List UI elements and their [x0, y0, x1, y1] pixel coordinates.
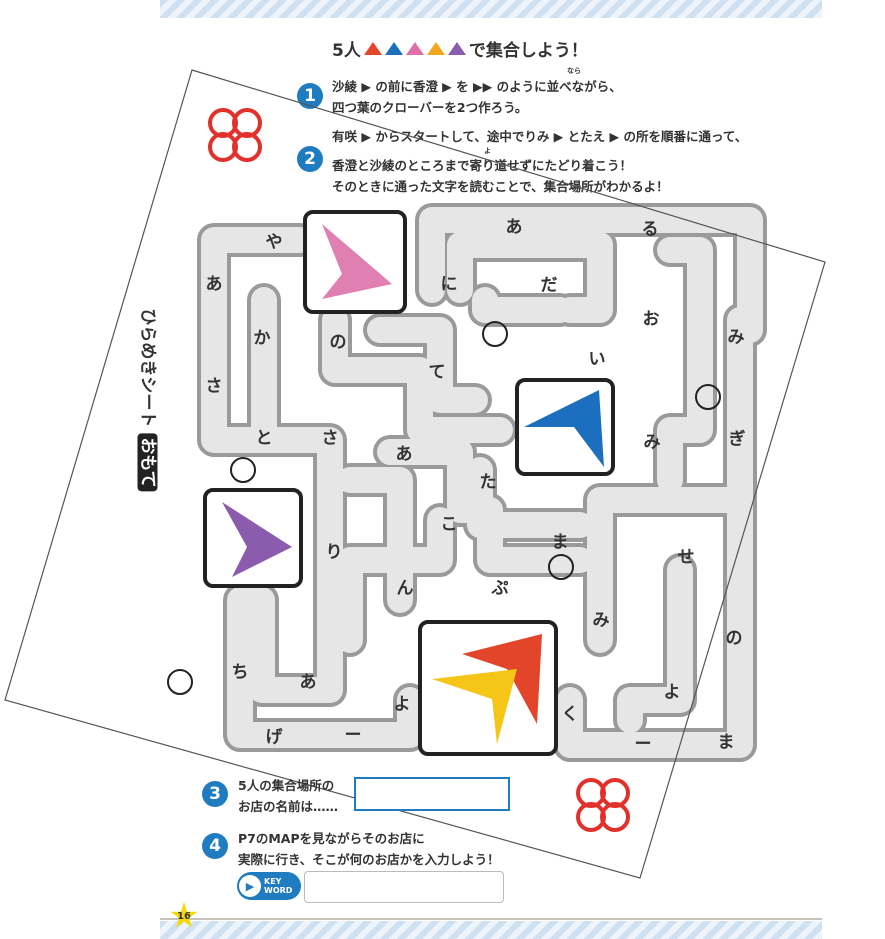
- maze-char: よ: [393, 694, 411, 715]
- keyword-label-line: KEY: [264, 877, 282, 886]
- maze-char: や: [265, 232, 283, 253]
- pink-arrow-box: [303, 210, 407, 314]
- maze-char: お: [642, 309, 660, 330]
- maze-char: と: [255, 428, 273, 449]
- keyword-label-line: WORD: [264, 886, 293, 895]
- maze-char: て: [428, 362, 446, 383]
- hole-circle: [167, 669, 193, 695]
- purple-arrow-icon: [222, 502, 292, 577]
- purple-arrow-box: [203, 488, 303, 588]
- sheet-badge: おもて: [137, 433, 158, 492]
- maze-char: の: [329, 332, 347, 353]
- pink-chevron-icon: [405, 42, 424, 55]
- maze-char: み: [592, 610, 610, 631]
- step-1-line: 沙綾 ▶ の前に香澄 ▶ を ▶▶ のように並べながら、: [332, 79, 622, 94]
- maze-char: さ: [321, 428, 339, 449]
- step-4-text: P7のMAPを見ながらそのお店に 実際に行き、そこが何のお店かを入力しよう！: [238, 828, 500, 870]
- maze-char: ぎ: [728, 429, 746, 450]
- maze-char: ち: [231, 662, 249, 683]
- play-icon: ▶: [239, 875, 261, 897]
- maze-char: る: [641, 219, 659, 240]
- pink-arrow-icon: [322, 224, 392, 299]
- maze-char: こ: [440, 514, 458, 535]
- red-yellow-arrows-icon: [432, 634, 542, 744]
- maze-char: ー: [634, 734, 652, 755]
- step-3-badge: 3: [202, 781, 228, 807]
- maze-char: だ: [540, 275, 558, 296]
- purple-chevron-icon: [447, 42, 466, 55]
- maze-char: た: [479, 472, 497, 493]
- maze-char: あ: [395, 444, 413, 465]
- sheet-label-text: ひらめきシート: [137, 308, 158, 428]
- top-stripe: [160, 0, 822, 18]
- maze-char: ま: [551, 532, 569, 553]
- step-1-badge: 1: [297, 83, 323, 109]
- hole-circle: [548, 554, 574, 580]
- keyword-input[interactable]: [304, 871, 504, 903]
- maze-char: さ: [205, 376, 223, 397]
- sheet-outline: [4, 69, 826, 879]
- maze-char: か: [253, 328, 271, 349]
- maze-char: ま: [717, 732, 735, 753]
- blue-arrow-icon: [524, 390, 604, 467]
- maze-char: ー: [344, 725, 362, 746]
- maze-char: あ: [505, 217, 523, 238]
- divider: [160, 918, 822, 920]
- maze-char: の: [725, 628, 743, 649]
- maze-char: り: [325, 542, 343, 563]
- maze-char: に: [440, 274, 458, 295]
- maze-char: み: [727, 327, 745, 348]
- maze-char: げ: [265, 727, 283, 748]
- maze-char: く: [561, 704, 579, 725]
- page-title: 5人 で集合しよう！: [332, 36, 588, 61]
- step-4-line: P7のMAPを見ながらそのお店に: [238, 831, 425, 846]
- step-1-line: 四つ葉のクローバーを2つ作ろう。: [332, 100, 528, 115]
- maze-char: ん: [396, 578, 414, 599]
- bottom-stripe: [160, 921, 822, 939]
- shop-name-answer-field[interactable]: [354, 777, 510, 811]
- step-3-line: お店の名前は……: [238, 799, 339, 814]
- maze-char: よ: [663, 682, 681, 703]
- step-2-text: 有咲 ▶ からスタートして、途中でりみ ▶ とたえ ▶ の所を順番に通って、 香…: [332, 126, 747, 197]
- final-arrows-box: [418, 620, 558, 756]
- sheet-label: ひらめきシートおもて: [137, 308, 163, 492]
- title-prefix: 5人: [332, 41, 361, 61]
- maze-char: ぷ: [491, 578, 509, 599]
- blue-arrow-box: [515, 378, 615, 476]
- maze-char: あ: [205, 274, 223, 295]
- hole-circle: [482, 321, 508, 347]
- step-2-line: そのときに通った文字を読むことで、集合場所がわかるよ！: [332, 179, 669, 194]
- title-suffix: で集合しよう！: [468, 41, 588, 61]
- step-4-line: 実際に行き、そこが何のお店かを入力しよう！: [238, 852, 500, 867]
- blue-chevron-icon: [384, 42, 403, 55]
- clover-icon: [576, 778, 630, 832]
- hole-circle: [695, 384, 721, 410]
- step-2-line: 香澄と沙綾のところまで寄り道せずにたどり着こう！: [332, 158, 633, 173]
- ruby: よ: [484, 147, 491, 155]
- step-2-badge: 2: [297, 146, 323, 172]
- maze-char: い: [588, 349, 606, 370]
- red-chevron-icon: [363, 42, 382, 55]
- yellow-chevron-icon: [426, 42, 445, 55]
- maze-char: み: [643, 432, 661, 453]
- maze-char: あ: [299, 672, 317, 693]
- step-3-text: 5人の集合場所の お店の名前は……: [238, 775, 338, 817]
- clover-icon: [208, 108, 262, 162]
- step-4-badge: 4: [202, 833, 228, 859]
- step-1-text: 沙綾 ▶ の前に香澄 ▶ を ▶▶ のように並べながら、 四つ葉のクローバーを2…: [332, 67, 622, 118]
- hole-circle: [230, 457, 256, 483]
- step-2-line: 有咲 ▶ からスタートして、途中でりみ ▶ とたえ ▶ の所を順番に通って、: [332, 129, 748, 144]
- step-3-line: 5人の集合場所の: [238, 778, 335, 793]
- ruby: なら: [567, 67, 581, 75]
- maze-char: せ: [677, 547, 695, 568]
